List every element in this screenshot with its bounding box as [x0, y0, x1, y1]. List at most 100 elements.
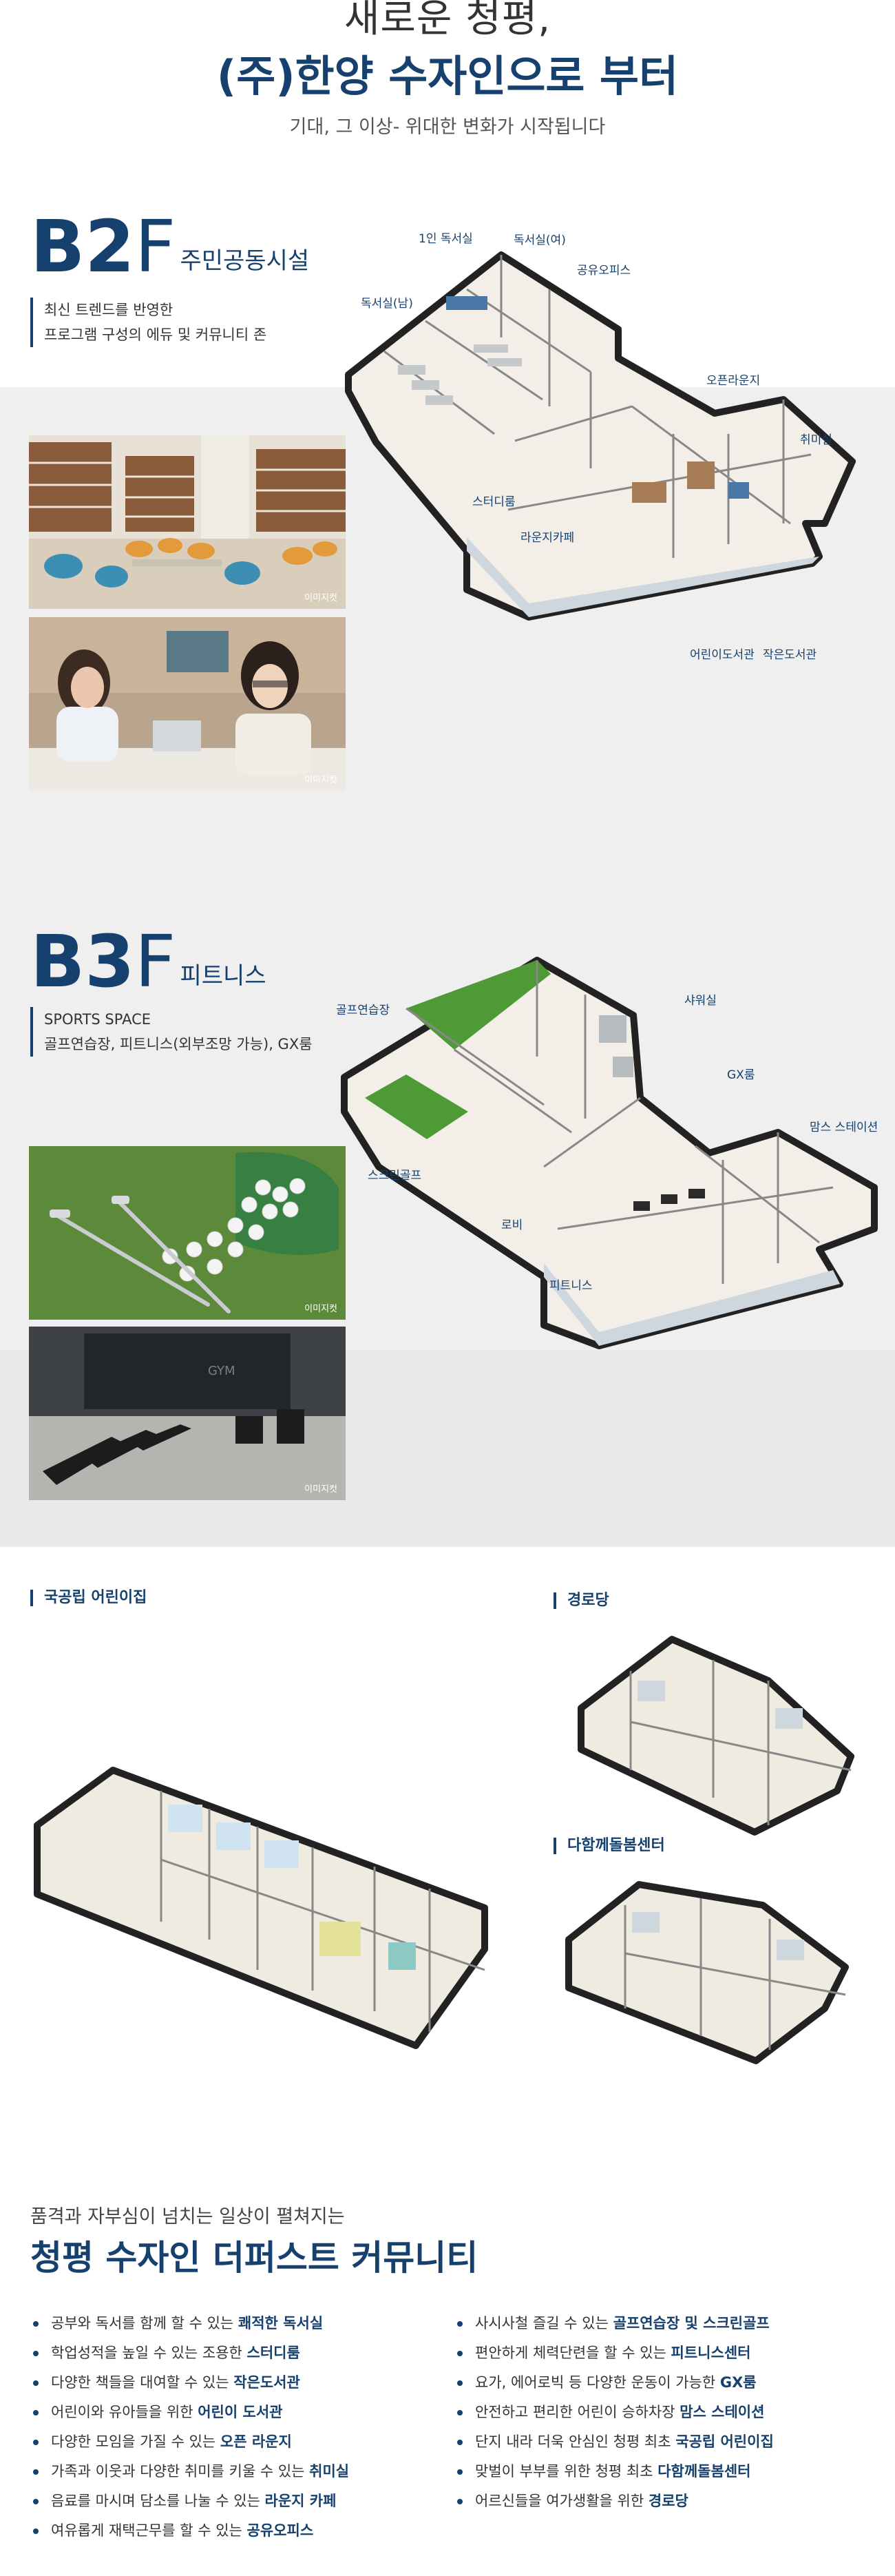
community-item-highlight: 오픈 라운지: [220, 2433, 292, 2450]
community-item: 음료를 마시며 담소를 나눌 수 있는 라운지 카페: [30, 2486, 349, 2516]
community-item: 사시사철 즐길 수 있는 골프연습장 및 스크린골프: [454, 2309, 774, 2338]
community-item-highlight: 쾌적한 독서실: [238, 2315, 324, 2331]
b2-label-open-lounge: 오픈라운지: [706, 374, 761, 388]
b3-label-screen-golf: 스크린골프: [368, 1169, 422, 1183]
headline-line1: 새로운 청평,: [344, 0, 551, 41]
community-item-highlight: GX룸: [719, 2374, 757, 2391]
community-item-text: 요가, 에어로빅 등 다양한 운동이 가능한: [475, 2374, 720, 2391]
community-item-text: 편안하게 체력단련을 할 수 있는: [475, 2345, 671, 2361]
care-center-floor-plan: [565, 1881, 849, 2064]
b2-label-reading-male: 독서실(남): [361, 297, 413, 311]
b2-label-single-reading: 1인 독서실: [419, 232, 473, 246]
b3-desc-line2: 골프연습장, 피트니스(외부조망 가능), GX룸: [44, 1036, 313, 1052]
community-tagline: 품격과 자부심이 넘치는 일상이 펼쳐지는: [30, 2206, 345, 2227]
b3-desc-line1: SPORTS SPACE: [44, 1011, 151, 1028]
community-item-highlight: 골프연습장 및 스크린골프: [613, 2315, 770, 2331]
community-item-highlight: 작은도서관: [233, 2374, 300, 2391]
community-item: 맞벌이 부부를 위한 청평 최초 다함께돌봄센터: [454, 2457, 774, 2486]
community-item-text: 안전하고 편리한 어린이 승하차장: [475, 2404, 680, 2420]
community-item-highlight: 경로당: [648, 2493, 688, 2509]
community-item: 여유롭게 재택근무를 할 수 있는 공유오피스: [30, 2516, 349, 2546]
b2-floor-name: 주민공동시설: [180, 247, 310, 275]
b2-floor-plan: [345, 251, 856, 621]
daycare-heading: 국공립 어린이집: [30, 1590, 147, 1606]
b3-floor-name: 피트니스: [180, 962, 266, 990]
b2-label-shared-office: 공유오피스: [577, 264, 631, 278]
b3-description: SPORTS SPACE 골프연습장, 피트니스(외부조망 가능), GX룸: [30, 1007, 313, 1057]
headline-line2: (주)한양 수자인으로 부터: [216, 51, 679, 101]
b2-desc-line1: 최신 트렌드를 반영한: [44, 302, 173, 318]
b3-label-gx-room: GX룸: [727, 1068, 755, 1082]
b3-gym-sign: GYM: [208, 1364, 235, 1378]
senior-center-heading: 경로당: [554, 1592, 609, 1609]
community-item: 단지 내라 더욱 안심인 청평 최초 국공립 어린이집: [454, 2427, 774, 2457]
community-item: 요가, 에어로빅 등 다양한 운동이 가능한 GX룸: [454, 2368, 774, 2398]
community-item-text: 어르신들을 여가생활을 위한: [475, 2493, 649, 2509]
b2-label-small-library: 작은도서관: [763, 648, 817, 662]
community-item-text: 어린이와 유아들을 위한: [51, 2404, 198, 2420]
b2-photo1-caption: 이미지컷: [304, 593, 337, 603]
b2-label-study-room: 스터디룸: [472, 495, 516, 509]
b2-label-kids-library: 어린이도서관: [690, 648, 755, 662]
b3-floor-plan: [341, 957, 878, 1349]
b3-label-fitness: 피트니스: [549, 1279, 593, 1293]
b2-library-photo: 이미지컷: [29, 435, 346, 609]
community-item-highlight: 피트니스센터: [671, 2345, 751, 2361]
community-item: 공부와 독서를 함께 할 수 있는 쾌적한 독서실: [30, 2309, 349, 2338]
senior-center-floor-plan: [578, 1636, 854, 1836]
b2-label-reading-female: 독서실(여): [514, 233, 566, 247]
community-item: 어르신들을 여가생활을 위한 경로당: [454, 2486, 774, 2516]
community-item: 가족과 이웃과 다양한 취미를 키울 수 있는 취미실: [30, 2457, 349, 2486]
b3-label-shower: 샤워실: [684, 994, 717, 1008]
b2-floor-f: F: [134, 205, 176, 289]
community-item-text: 여유롭게 재택근무를 할 수 있는: [51, 2522, 247, 2539]
community-item-highlight: 다함께돌봄센터: [657, 2463, 751, 2480]
community-item-highlight: 국공립 어린이집: [675, 2433, 774, 2450]
b3-photo2-caption: 이미지컷: [304, 1484, 337, 1495]
b3-photo1-caption: 이미지컷: [304, 1304, 337, 1314]
b3-gym-photo: GYM 이미지컷: [29, 1327, 346, 1500]
community-title: 청평 수자인 더퍼스트 커뮤니티: [30, 2238, 478, 2278]
community-item: 다양한 모임을 가질 수 있는 오픈 라운지: [30, 2427, 349, 2457]
community-item-text: 사시사철 즐길 수 있는: [475, 2315, 613, 2331]
headline-subtitle: 기대, 그 이상- 위대한 변화가 시작됩니다: [289, 116, 606, 138]
b3-golf-photo: 이미지컷: [29, 1146, 346, 1320]
community-item: 학업성적을 높일 수 있는 조용한 스터디룸: [30, 2338, 349, 2368]
b3-label-lobby: 로비: [501, 1218, 523, 1232]
community-item-highlight: 맘스 스테이션: [680, 2404, 765, 2420]
community-item: 안전하고 편리한 어린이 승하차장 맘스 스테이션: [454, 2398, 774, 2427]
community-item-highlight: 어린이 도서관: [198, 2404, 283, 2420]
community-item: 편안하게 체력단련을 할 수 있는 피트니스센터: [454, 2338, 774, 2368]
b3-label-golf-range: 골프연습장: [336, 1004, 390, 1017]
community-item-text: 공부와 독서를 함께 할 수 있는: [51, 2315, 238, 2331]
community-item-text: 다양한 책들을 대여할 수 있는: [51, 2374, 234, 2391]
community-item-text: 맞벌이 부부를 위한 청평 최초: [475, 2463, 658, 2480]
b2-desc-line2: 프로그램 구성의 에듀 및 커뮤니티 존: [44, 326, 267, 343]
community-item-text: 가족과 이웃과 다양한 취미를 키울 수 있는: [51, 2463, 310, 2480]
b2-label-hobby-room: 취미실: [800, 433, 832, 447]
b3-label-moms-station: 맘스 스테이션: [810, 1121, 878, 1134]
community-item-highlight: 라운지 카페: [264, 2493, 337, 2509]
community-item-text: 단지 내라 더욱 안심인 청평 최초: [475, 2433, 676, 2450]
community-item-highlight: 스터디룸: [246, 2345, 300, 2361]
b2-description: 최신 트렌드를 반영한 프로그램 구성의 에듀 및 커뮤니티 존: [30, 298, 266, 347]
community-item: 어린이와 유아들을 위한 어린이 도서관: [30, 2398, 349, 2427]
community-item-highlight: 공유오피스: [246, 2522, 314, 2539]
community-item: 다양한 책들을 대여할 수 있는 작은도서관: [30, 2368, 349, 2398]
care-center-heading: 다함께돌봄센터: [554, 1838, 665, 1854]
community-item-text: 학업성적을 높일 수 있는 조용한: [51, 2345, 247, 2361]
b2-photo2-caption: 이미지컷: [304, 775, 337, 785]
community-item-text: 음료를 마시며 담소를 나눌 수 있는: [51, 2493, 265, 2509]
community-item-text: 다양한 모임을 가질 수 있는: [51, 2433, 220, 2450]
community-item-highlight: 취미실: [309, 2463, 350, 2480]
daycare-floor-plan: [34, 1767, 488, 2049]
b2-study-photo: 이미지컷: [29, 617, 346, 791]
b3-floor-f: F: [134, 920, 176, 1004]
b2-label-lounge-cafe: 라운지카페: [520, 531, 575, 545]
b2-floor-label: B2: [30, 205, 135, 289]
